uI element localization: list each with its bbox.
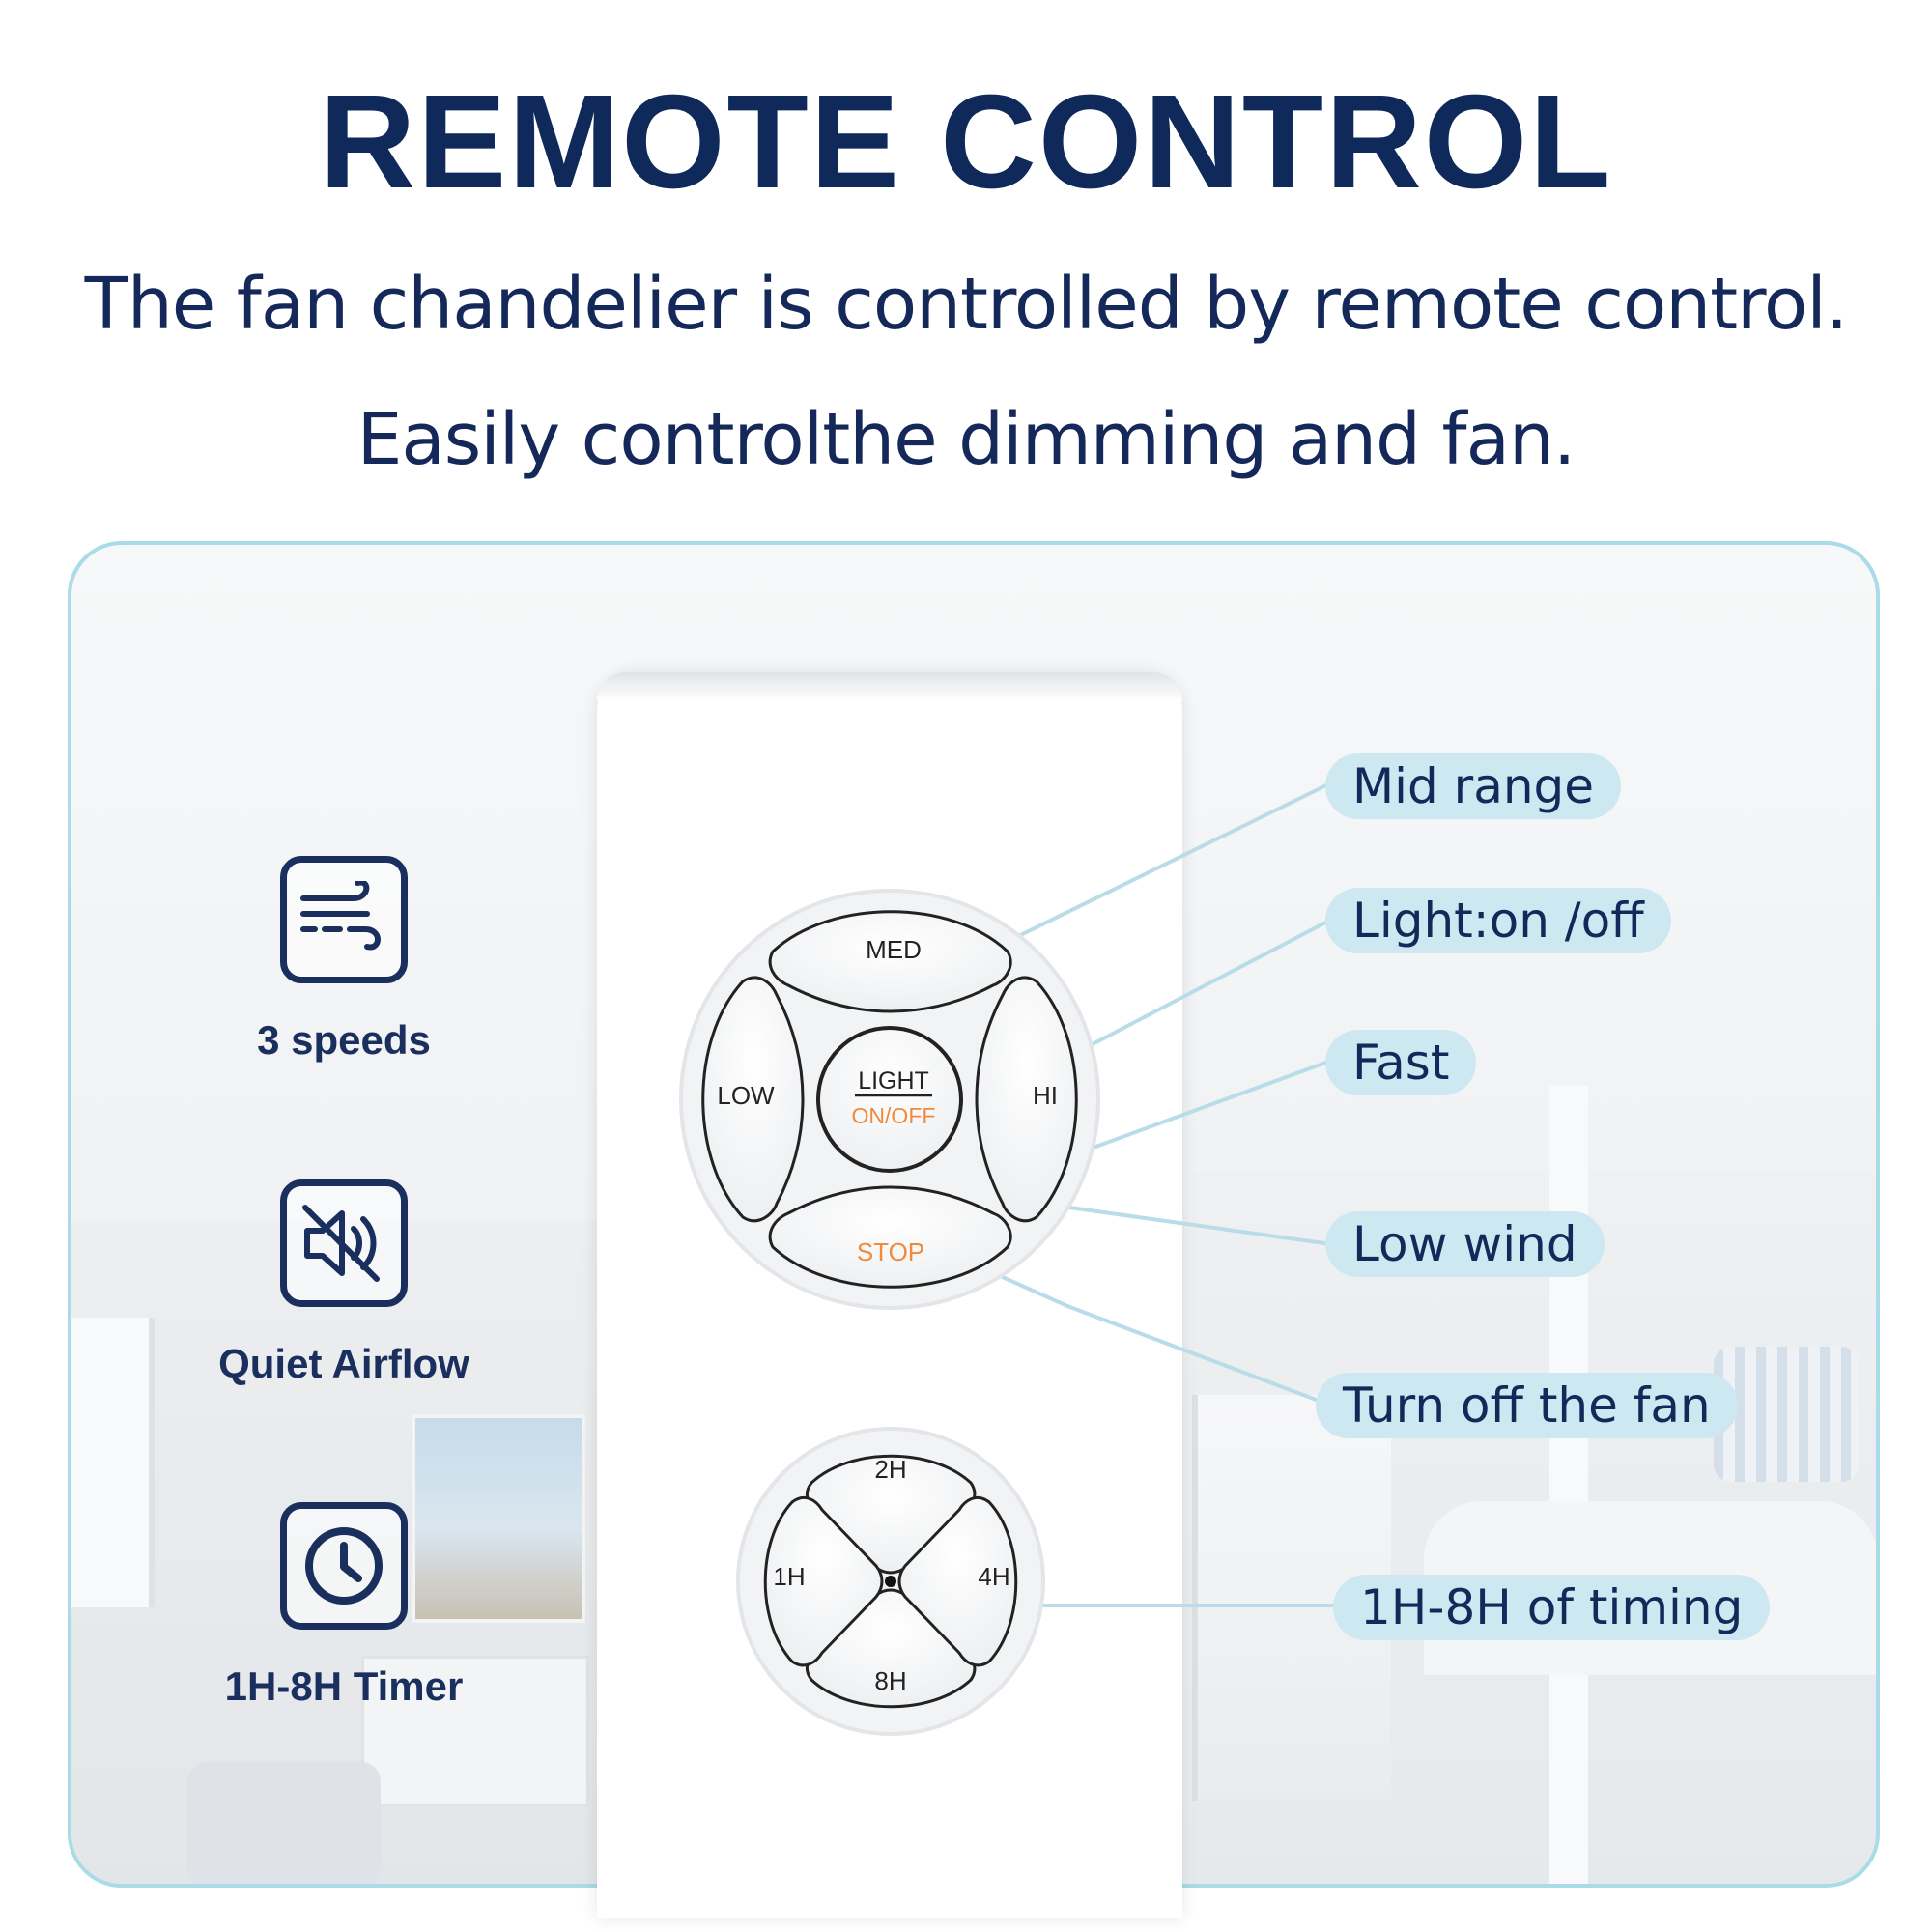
callout-timing: 1H-8H of timing: [1333, 1575, 1771, 1640]
callout-mid-range: Mid range: [1325, 753, 1622, 819]
callout-turn-off-fan: Turn off the fan: [1316, 1373, 1738, 1438]
page-title: REMOTE CONTROL: [319, 68, 1613, 216]
feature-label: 3 speeds: [257, 1017, 431, 1063]
mute-speaker-icon: [280, 1179, 408, 1307]
window-left: [71, 1318, 155, 1607]
feature-3-speeds: 3 speeds: [180, 856, 508, 1061]
low-button[interactable]: [701, 976, 805, 1223]
timer-1h-label: 1H: [773, 1562, 805, 1591]
light-button-label: LIGHT: [858, 1067, 929, 1094]
striped-pillow: [1714, 1347, 1859, 1482]
feature-timer: 1H-8H Timer: [180, 1502, 508, 1707]
hi-button[interactable]: [975, 976, 1078, 1223]
timer-4h-button[interactable]: [897, 1496, 1018, 1667]
callout-light-onoff: Light:on /off: [1325, 888, 1671, 953]
pillow-left: [187, 1762, 381, 1884]
callout-fast: Fast: [1325, 1030, 1477, 1095]
feature-quiet-airflow: Quiet Airflow: [180, 1179, 508, 1384]
hi-button-label: HI: [1033, 1081, 1058, 1110]
light-onoff-button[interactable]: [816, 1026, 963, 1173]
stop-button[interactable]: [768, 1185, 1012, 1289]
dresser: [361, 1656, 589, 1806]
remote-top-edge: [597, 672, 1182, 701]
timer-4h-label: 4H: [978, 1562, 1009, 1591]
feature-label: 1H-8H Timer: [224, 1663, 464, 1709]
stop-button-label: STOP: [857, 1237, 924, 1266]
onoff-button-label: ON/OFF: [852, 1103, 936, 1128]
callout-low-wind: Low wind: [1325, 1211, 1605, 1277]
ir-led-dot: [885, 1576, 896, 1587]
callout-line-hi: [1047, 1059, 1332, 1166]
timer-1h-button[interactable]: [763, 1496, 884, 1667]
med-button[interactable]: [768, 910, 1012, 1013]
subtitle-line-2: Easily controlthe dimming and fan.: [356, 398, 1577, 481]
clock-icon: [280, 1502, 408, 1630]
feature-label: Quiet Airflow: [218, 1341, 469, 1386]
wind-icon: [280, 856, 408, 983]
timer-2h-label: 2H: [874, 1455, 906, 1484]
low-button-label: LOW: [717, 1081, 775, 1110]
med-button-label: MED: [866, 935, 922, 964]
wall-picture: [412, 1414, 585, 1623]
subtitle-line-1: The fan chandelier is controlled by remo…: [84, 263, 1849, 346]
timer-8h-label: 8H: [874, 1666, 906, 1695]
